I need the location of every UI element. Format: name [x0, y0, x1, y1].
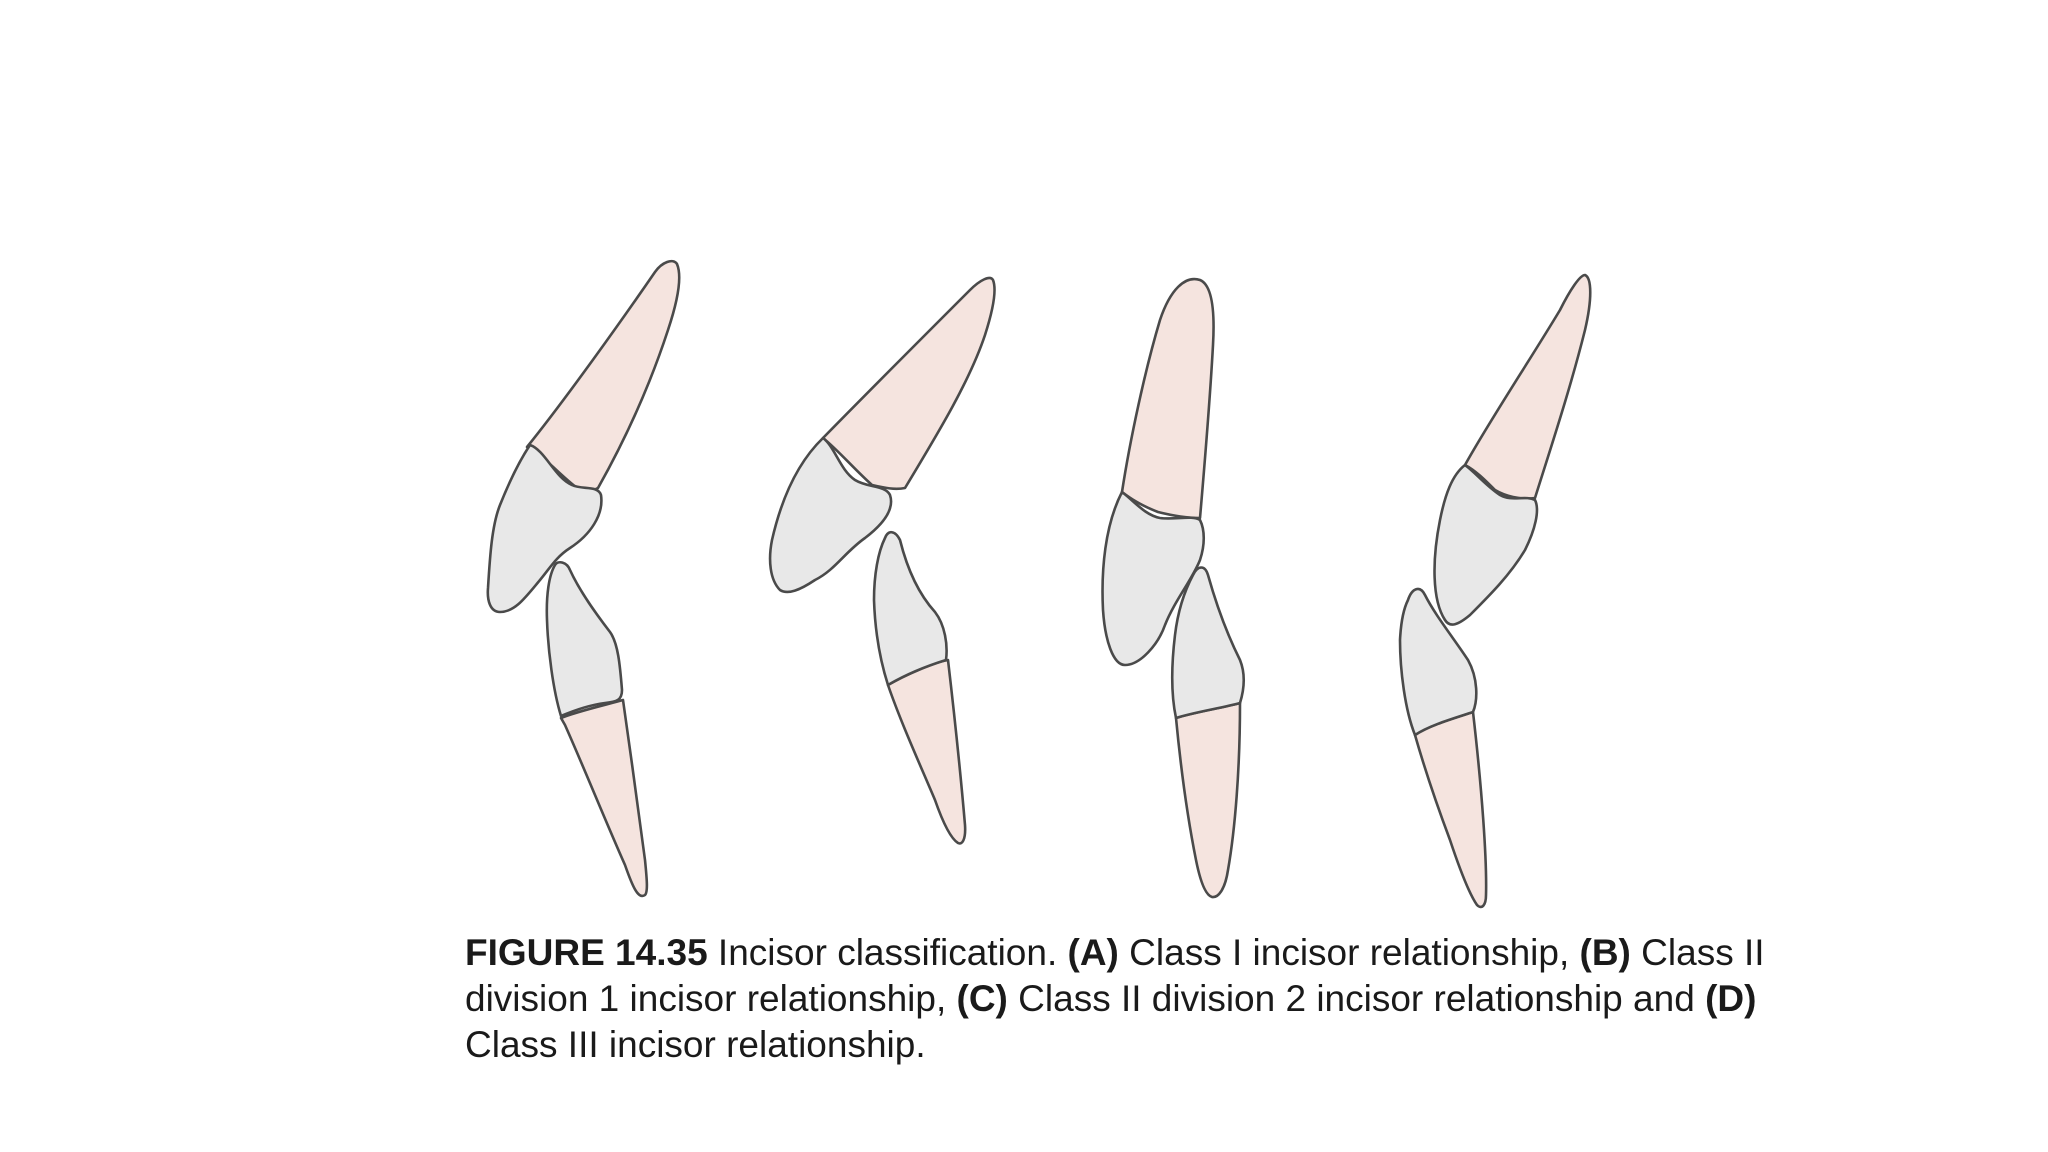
lower-root-d	[1413, 710, 1488, 909]
lower-root-a	[559, 698, 649, 898]
panel-text-c: Class II division 2 incisor relationship…	[1007, 978, 1706, 1019]
tooth-pair-c	[1101, 277, 1246, 899]
lower-crown-c	[1170, 566, 1246, 720]
lower-crown-a	[545, 560, 624, 718]
panel-label-d: (D)	[1705, 978, 1757, 1019]
figure-caption: FIGURE 14.35 Incisor classification. (A)…	[465, 930, 1825, 1068]
upper-incisor-a	[486, 259, 681, 614]
upper-root-c	[1120, 277, 1215, 520]
lower-root-b	[886, 658, 967, 845]
lower-incisor-a	[545, 560, 649, 898]
upper-root-d	[1463, 273, 1592, 500]
lower-incisor-c	[1170, 566, 1246, 899]
tooth-pair-b	[768, 276, 996, 845]
upper-crown-b	[768, 436, 893, 594]
panel-text-a: Class I incisor relationship,	[1118, 932, 1580, 973]
lower-incisor-d	[1398, 587, 1488, 909]
upper-crown-a	[486, 443, 603, 614]
lower-incisor-b	[872, 530, 967, 845]
upper-crown-c	[1101, 490, 1206, 667]
panel-label-a: (A)	[1067, 932, 1119, 973]
upper-incisor-d	[1433, 273, 1592, 626]
upper-root-b	[821, 276, 996, 491]
upper-root-a	[525, 259, 681, 493]
upper-crown-d	[1433, 463, 1539, 626]
figure-title: Incisor classification.	[707, 932, 1068, 973]
figure-number: FIGURE 14.35	[465, 932, 708, 973]
upper-incisor-c	[1101, 277, 1215, 667]
tooth-pair-a	[486, 259, 681, 898]
panel-text-d: Class III incisor relationship.	[465, 1024, 926, 1065]
lower-crown-d	[1398, 587, 1478, 737]
lower-crown-b	[872, 530, 948, 687]
tooth-pair-d	[1398, 273, 1592, 909]
upper-incisor-b	[768, 276, 996, 594]
panel-label-c: (C)	[956, 978, 1008, 1019]
panel-text-b: Class II division 1 incisor relationship…	[465, 932, 1765, 1019]
lower-root-c	[1174, 701, 1242, 899]
panel-label-b: (B)	[1579, 932, 1631, 973]
